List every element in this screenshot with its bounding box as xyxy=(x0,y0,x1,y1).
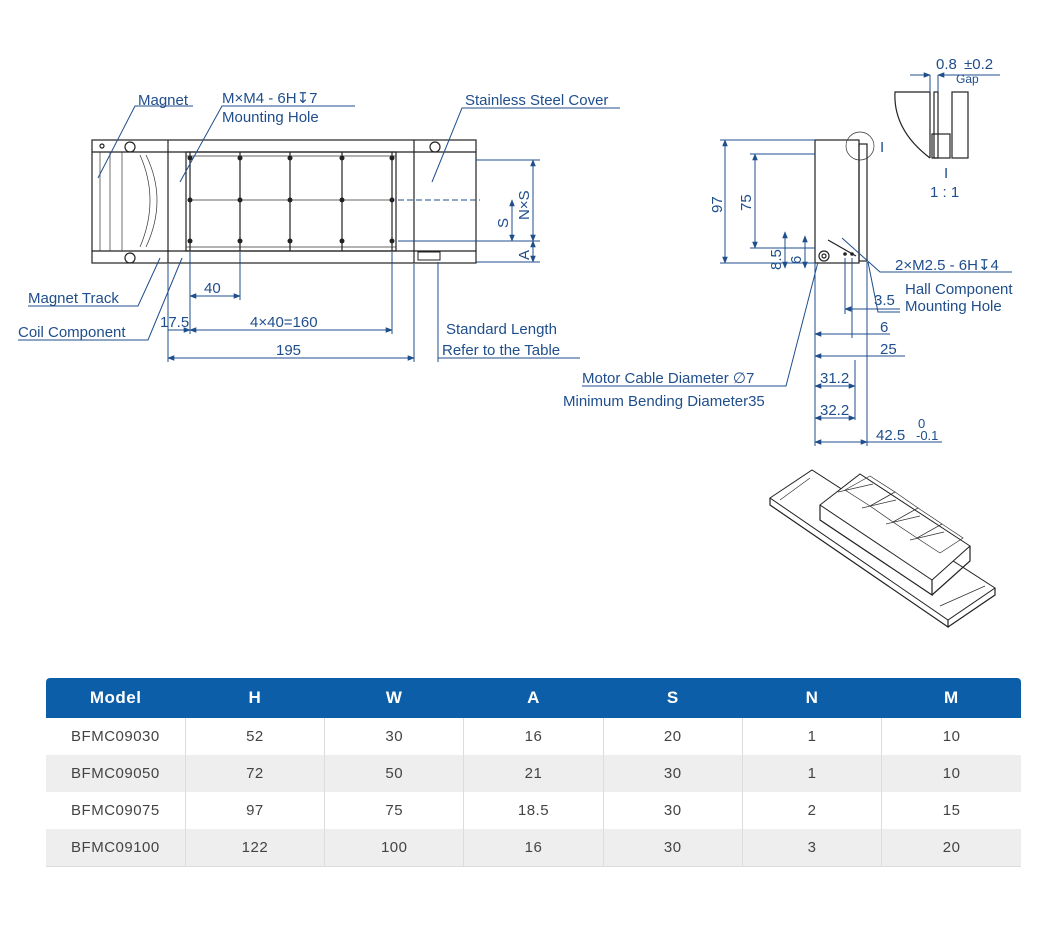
table-row: BFMC09030 52 30 16 20 1 10 xyxy=(46,718,1021,755)
cell-h: 72 xyxy=(185,755,326,792)
table-row: BFMC09075 97 75 18.5 30 2 15 xyxy=(46,792,1021,829)
cell-s: 20 xyxy=(603,718,743,755)
mounting-hole-label: Mounting Hole xyxy=(222,109,319,126)
dim-25: 25 xyxy=(880,341,897,358)
dim-4x40: 4×40=160 xyxy=(250,314,318,331)
detail-view: 0.8 ±0.2 Gap I 1 : 1 xyxy=(894,56,1000,201)
detail-mark: I xyxy=(944,165,948,182)
cell-n: 3 xyxy=(742,829,883,867)
cell-model: BFMC09050 xyxy=(46,755,186,792)
dim-42-5: 42.5 xyxy=(876,427,905,444)
cell-a: 16 xyxy=(463,829,604,867)
cell-s: 30 xyxy=(603,792,743,829)
cell-w: 100 xyxy=(324,829,465,867)
dim-3-5: 3.5 xyxy=(874,292,895,309)
header-w: W xyxy=(324,678,464,718)
front-labels: Magnet M×M4 - 6H↧7 Mounting Hole Stainle… xyxy=(18,90,620,362)
cell-w: 30 xyxy=(324,718,465,755)
dim-31-2: 31.2 xyxy=(820,370,849,387)
technical-drawing: Magnet M×M4 - 6H↧7 Mounting Hole Stainle… xyxy=(18,56,1013,629)
cell-n: 2 xyxy=(742,792,883,829)
stainless-cover-label: Stainless Steel Cover xyxy=(465,92,608,109)
cell-a: 21 xyxy=(463,755,604,792)
dim-195: 195 xyxy=(276,342,301,359)
header-h: H xyxy=(185,678,325,718)
cell-model: BFMC09030 xyxy=(46,718,186,755)
tol-lower: -0.1 xyxy=(916,428,938,443)
detail-mark-side: I xyxy=(880,139,884,156)
gap-value: 0.8 xyxy=(936,56,957,73)
header-n: N xyxy=(742,678,882,718)
dim-6: 6 xyxy=(880,319,888,336)
table-row: BFMC09100 122 100 16 30 3 20 xyxy=(46,829,1021,867)
cell-model: BFMC09075 xyxy=(46,792,186,829)
dim-6-vertical: 6 xyxy=(788,256,805,264)
detail-scale: 1 : 1 xyxy=(930,184,959,201)
header-model: Model xyxy=(46,678,186,718)
cell-n: 1 xyxy=(742,718,883,755)
cell-a: 16 xyxy=(463,718,604,755)
dim-32-2: 32.2 xyxy=(820,402,849,419)
refer-table-label: Refer to the Table xyxy=(442,342,560,359)
cell-n: 1 xyxy=(742,755,883,792)
dim-a: A xyxy=(516,250,533,260)
min-bending-label: Minimum Bending Diameter35 xyxy=(563,393,765,410)
dim-97: 97 xyxy=(709,196,726,213)
front-view xyxy=(91,139,480,264)
hall-hole-label: Mounting Hole xyxy=(905,298,1002,315)
cell-m: 10 xyxy=(881,755,1021,792)
cell-h: 97 xyxy=(185,792,326,829)
mounting-hole-spec: M×M4 - 6H↧7 xyxy=(222,90,318,107)
header-s: S xyxy=(603,678,743,718)
motor-cable-label: Motor Cable Diameter ∅7 xyxy=(582,370,754,387)
cell-m: 20 xyxy=(881,829,1021,867)
gap-tolerance: ±0.2 xyxy=(964,56,993,73)
cell-m: 15 xyxy=(942,802,961,819)
cell-s: 30 xyxy=(603,829,743,867)
side-view: I 97 75 8.5 6 2×M2.5 - 6H↧4 Hall Compone… xyxy=(563,131,1013,446)
spec-table: Model H W A S N M BFMC09030 52 30 16 20 … xyxy=(46,678,1021,867)
dim-s: S xyxy=(495,218,512,228)
tol-upper: 0 xyxy=(918,416,925,431)
table-row: BFMC09050 72 50 21 30 1 10 xyxy=(46,755,1021,792)
cell-h: 52 xyxy=(185,718,326,755)
gap-label: Gap xyxy=(956,72,979,86)
cell-w: 50 xyxy=(324,755,465,792)
dim-nxs: N×S xyxy=(516,190,533,220)
dim-75: 75 xyxy=(738,194,755,211)
magnet-track-label: Magnet Track xyxy=(28,290,119,307)
isometric-view xyxy=(769,469,996,629)
cell-s: 30 xyxy=(603,755,743,792)
dim-17-5: 17.5 xyxy=(160,314,189,331)
hall-spec: 2×M2.5 - 6H↧4 xyxy=(895,257,999,274)
cell-w: 75 xyxy=(324,792,465,829)
header-a: A xyxy=(463,678,604,718)
dim-8-5: 8.5 xyxy=(768,249,785,270)
cell-m: 10 xyxy=(942,728,961,745)
cell-model: BFMC09100 xyxy=(46,829,186,867)
table-header-row: Model H W A S N M xyxy=(46,678,1021,718)
cell-h: 122 xyxy=(185,829,326,867)
standard-length-label: Standard Length xyxy=(446,321,557,338)
hall-component-label: Hall Component xyxy=(905,281,1013,298)
dim-40: 40 xyxy=(204,280,221,297)
cell-a: 18.5 xyxy=(463,792,604,829)
header-m: M xyxy=(881,678,1021,718)
magnet-label: Magnet xyxy=(138,92,189,109)
coil-component-label: Coil Component xyxy=(18,324,126,341)
